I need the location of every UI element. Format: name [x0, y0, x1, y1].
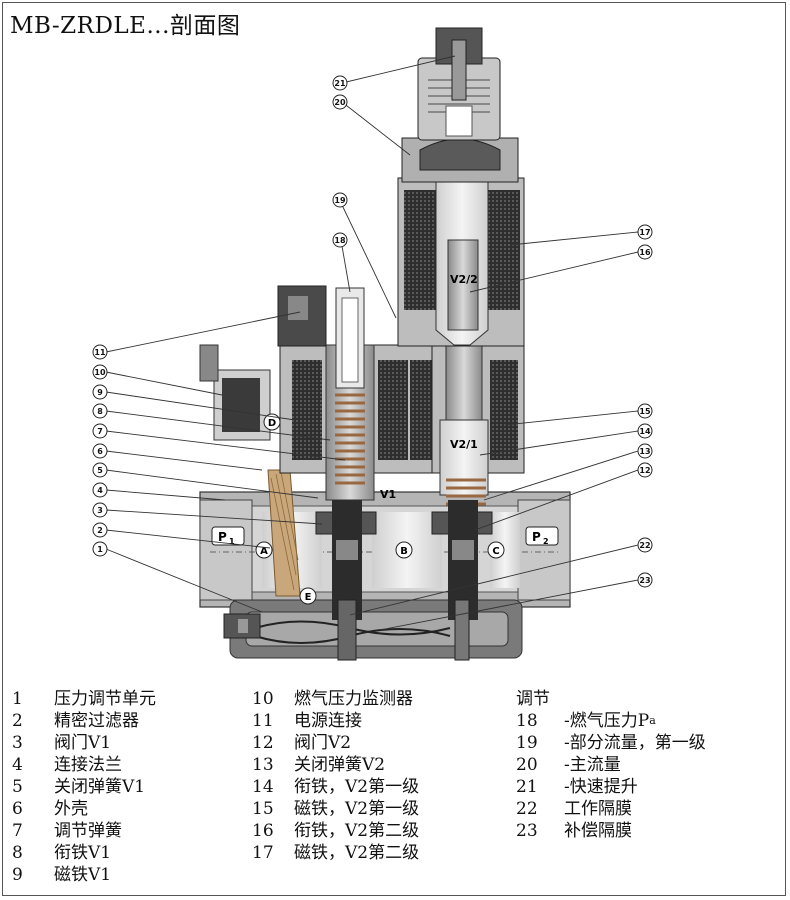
callout-7: 7: [92, 423, 108, 439]
callout-21: 21: [332, 75, 348, 91]
legend-item-21: 21-快速提升: [516, 777, 638, 797]
callout-4: 4: [92, 482, 108, 498]
chamber-d: D: [268, 418, 276, 429]
chamber-a: A: [260, 546, 268, 557]
svg-text:9: 9: [97, 388, 103, 397]
legend-item-20: 20-主流量: [516, 755, 621, 775]
port-labels: P 1 P 2 A B C D E V1 V2/1 V2/2: [211, 273, 559, 605]
svg-text:5: 5: [97, 466, 103, 475]
chamber-c: C: [492, 546, 499, 557]
callout-1: 1: [92, 541, 108, 557]
svg-text:7: 7: [97, 427, 103, 436]
svg-text:8: 8: [97, 407, 103, 416]
callout-15: 15: [637, 403, 653, 419]
svg-text:17: 17: [639, 228, 650, 237]
callout-22: 22: [637, 537, 653, 553]
svg-text:6: 6: [97, 447, 103, 456]
callout-9: 9: [92, 384, 108, 400]
callout-6: 6: [92, 443, 108, 459]
svg-text:4: 4: [97, 486, 103, 495]
callout-markers: 1 2 3 4 5 6 7 8 9 10 11 12 13 14 15 16 1…: [92, 75, 653, 588]
svg-text:20: 20: [334, 98, 346, 107]
svg-text:23: 23: [639, 576, 650, 585]
valve-cross-section: P 1 P 2 A B C D E V1 V2/1 V2/2: [92, 27, 653, 661]
upper-stage: [397, 27, 525, 347]
label-v2-2: V2/2: [450, 273, 478, 286]
port-p2: P: [532, 530, 541, 544]
callout-18: 18: [332, 232, 348, 248]
callout-17: 17: [637, 224, 653, 240]
svg-text:19: 19: [334, 196, 346, 205]
callout-2: 2: [92, 522, 108, 538]
legend-item-19: 19-部分流量，第一级: [516, 733, 706, 753]
callout-13: 13: [637, 443, 653, 459]
svg-text:22: 22: [639, 541, 650, 550]
solenoid-v1: [279, 287, 446, 661]
svg-text:15: 15: [639, 407, 651, 416]
svg-text:10: 10: [94, 368, 106, 377]
svg-text:12: 12: [639, 466, 650, 475]
svg-text:1: 1: [97, 545, 103, 554]
chamber-e: E: [305, 592, 312, 603]
callout-5: 5: [92, 462, 108, 478]
callout-10: 10: [92, 364, 108, 380]
port-p1: P: [218, 530, 227, 544]
svg-text:11: 11: [94, 348, 106, 357]
svg-text:18: 18: [334, 236, 346, 245]
leader-lines: [105, 55, 639, 631]
port-p2-sub: 2: [543, 537, 549, 546]
callout-11: 11: [92, 344, 108, 360]
svg-text:2: 2: [97, 526, 103, 535]
svg-text:16: 16: [639, 248, 651, 257]
legend-header-adjust: 调节: [516, 689, 550, 709]
pressure-monitor: [199, 285, 327, 441]
svg-text:13: 13: [639, 447, 650, 456]
label-v2-1: V2/1: [450, 438, 478, 451]
callout-20: 20: [332, 94, 348, 110]
callout-8: 8: [92, 403, 108, 419]
svg-text:14: 14: [639, 427, 651, 436]
label-v1: V1: [380, 488, 396, 501]
port-p1-sub: 1: [229, 537, 235, 546]
svg-text:3: 3: [97, 506, 103, 515]
svg-text:21: 21: [334, 79, 346, 88]
callout-12: 12: [637, 462, 653, 478]
figure-title: MB-ZRDLE...剖面图: [10, 13, 241, 39]
callout-16: 16: [637, 244, 653, 260]
callout-23: 23: [637, 572, 653, 588]
callout-3: 3: [92, 502, 108, 518]
chamber-b: B: [400, 546, 408, 557]
callout-19: 19: [332, 192, 348, 208]
callout-14: 14: [637, 423, 653, 439]
